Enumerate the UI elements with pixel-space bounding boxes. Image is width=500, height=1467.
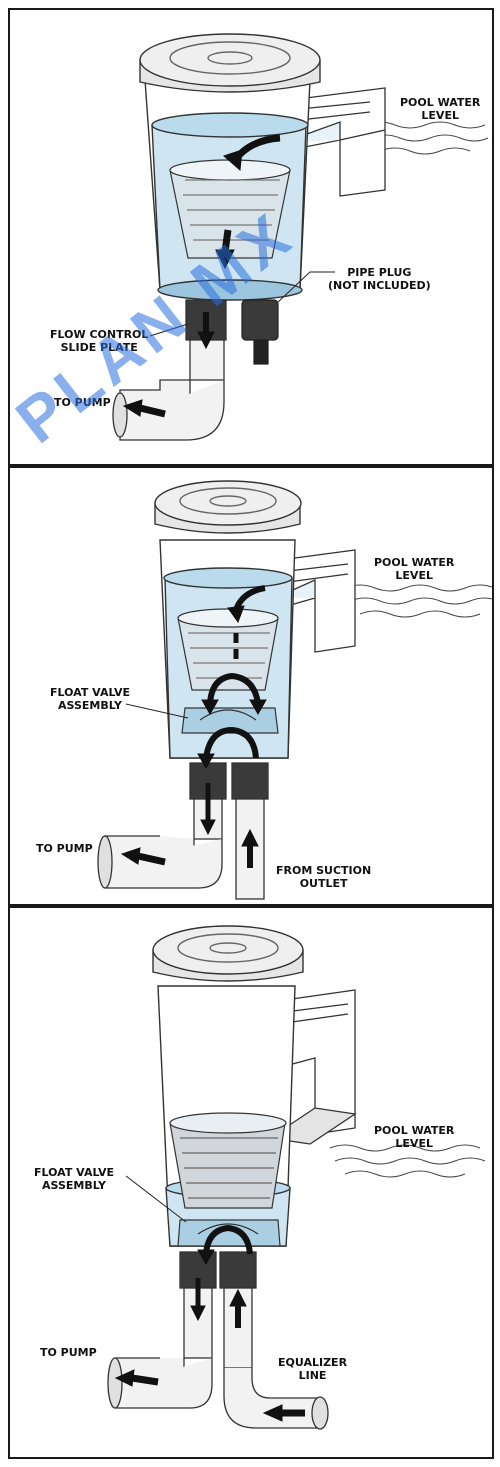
label-equalizer-line: EQUALIZER LINE [278,1356,348,1382]
label-from-suction-outlet: FROM SUCTION OUTLET [276,864,372,890]
label-float-valve-assembly: FLOAT VALVE ASSEMBLY [34,1166,114,1192]
label-to-pump: TO PUMP [40,1346,97,1359]
wave-icon [364,121,489,155]
pipe-elbow-icon [107,1251,329,1430]
wave-icon [329,1144,486,1178]
panel-skimmer-float-valve: POOL WATER LEVEL FLOAT VALVE ASSEMBLY TO… [8,466,494,906]
pipe-plug [241,299,279,365]
skimmer-lid-icon [139,33,321,93]
float-valve [181,707,279,734]
flow-arrow-icon [122,134,281,418]
pipe-elbow-icon [97,762,269,900]
panel-skimmer-equalizer: POOL WATER LEVEL FLOAT VALVE ASSEMBLY TO… [8,906,494,1459]
label-float-valve-assembly: FLOAT VALVE ASSEMBLY [50,686,130,712]
skimmer-lid-icon [152,925,304,982]
label-pool-water-level: POOL WATER LEVEL [374,1124,455,1150]
skimmer-diagram-3 [107,925,486,1430]
flow-arrow-icon [114,1224,305,1422]
panel-skimmer-standard: POOL WATER LEVEL PIPE PLUG (NOT INCLUDED… [8,8,494,466]
basket-icon [177,608,279,691]
basket-icon [169,1112,287,1209]
label-pipe-plug: PIPE PLUG (NOT INCLUDED) [328,266,431,292]
flow-arrow-icon [120,585,267,868]
float-valve [177,1219,281,1247]
skimmer-diagram-2 [97,480,492,900]
label-pool-water-level: POOL WATER LEVEL [374,556,455,582]
label-pool-water-level: POOL WATER LEVEL [400,96,481,122]
basket-icon [169,159,291,259]
skimmer-diagram-1 [112,33,489,441]
label-flow-control-slide-plate: FLOW CONTROL SLIDE PLATE [50,328,149,354]
skimmer-lid-icon [154,480,302,534]
label-to-pump: TO PUMP [54,396,111,409]
wave-icon [344,584,492,618]
label-to-pump: TO PUMP [36,842,93,855]
